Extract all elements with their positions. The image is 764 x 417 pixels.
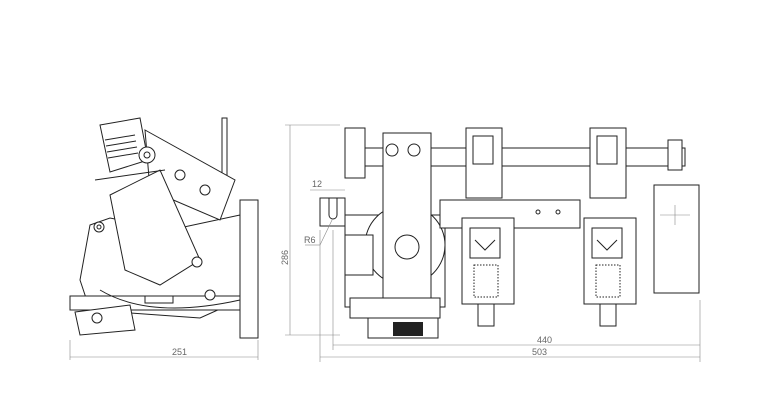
side-view: 251	[69, 117, 259, 360]
dimension-251: 251	[172, 347, 187, 357]
spring-coil	[104, 134, 139, 159]
dimension-440: 440	[537, 335, 552, 345]
dimension-r6: R6	[304, 235, 316, 245]
dimension-286: 286	[280, 250, 290, 265]
dimension-12: 12	[312, 179, 322, 189]
dimension-503: 503	[532, 347, 547, 357]
front-view: 286 12 R6 440 503	[280, 124, 701, 362]
